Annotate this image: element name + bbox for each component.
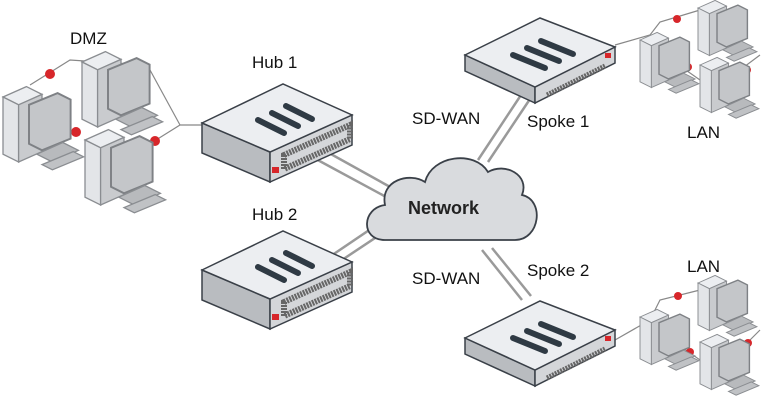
lan-bottom-workstation-3	[699, 333, 760, 396]
network-label: Network	[408, 198, 480, 218]
sd-wan-bottom-label: SD-WAN	[412, 269, 480, 288]
network-cloud	[366, 157, 538, 241]
spoke-2-firewall	[465, 301, 615, 386]
lan-top-label: LAN	[687, 123, 720, 142]
hub-2-firewall	[202, 231, 352, 329]
lan-top-workstation-2	[639, 31, 700, 94]
dmz-workstation-1	[81, 50, 164, 136]
spoke-1-label: Spoke 1	[527, 112, 589, 131]
lan-bottom-workstation-1	[697, 274, 758, 337]
hub-2-label: Hub 2	[252, 205, 297, 224]
lan-bottom-label: LAN	[687, 257, 720, 276]
dmz-label: DMZ	[70, 29, 107, 48]
hub-1-label: Hub 1	[252, 53, 297, 72]
lan-top-workstation-3	[699, 56, 760, 119]
spoke-1-firewall	[465, 18, 615, 103]
dmz-workstation-3	[84, 128, 167, 214]
spoke-2-label: Spoke 2	[527, 261, 589, 280]
sd-wan-top-label: SD-WAN	[412, 109, 480, 128]
dmz-workstation-2	[2, 85, 85, 171]
lan-bottom-workstation-2	[639, 308, 700, 371]
lan-top-workstation-1	[697, 0, 758, 62]
